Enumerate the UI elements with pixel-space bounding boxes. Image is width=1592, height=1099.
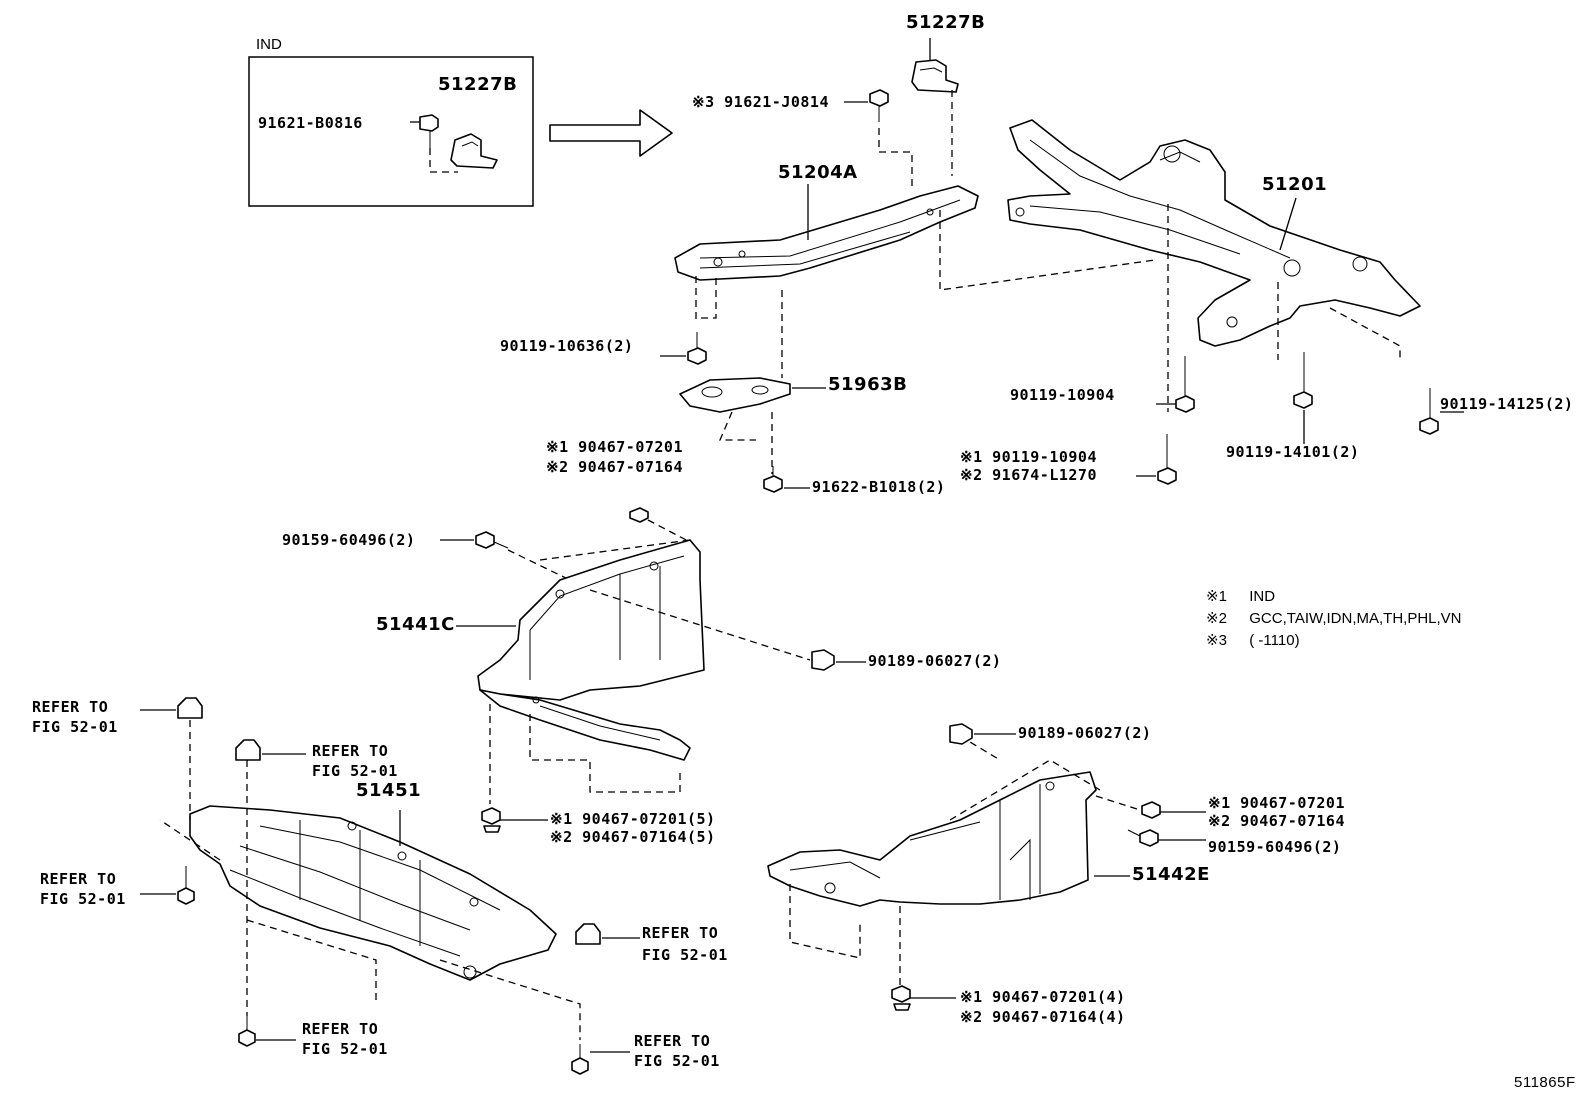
clip-90467-07201-4-icon (891, 985, 911, 1011)
callout-90119-10904[interactable]: 90119-10904 (1010, 386, 1115, 404)
refer-2-line1[interactable]: REFER TO (312, 742, 389, 760)
note-3-text: ( -1110) (1249, 632, 1300, 649)
callout-x1-90467-07201-5[interactable]: ※1 90467-07201(5) (550, 810, 716, 828)
bolt-90119-10904-icon (1156, 356, 1195, 413)
callout-x1-90467-07201-4[interactable]: ※1 90467-07201(4) (960, 988, 1126, 1006)
bolt-refer-5-icon (238, 1016, 296, 1047)
bolt-90119-14125-icon (1419, 388, 1464, 435)
clip-refer-2-icon (235, 739, 306, 761)
bolt-90119-10636-icon (687, 332, 707, 365)
callout-90119-14125[interactable]: 90119-14125(2) (1440, 395, 1574, 413)
clip-90467-07201-5-icon (481, 807, 501, 833)
refer-6-line1[interactable]: REFER TO (634, 1032, 711, 1050)
note-1: ※1 IND (1206, 588, 1462, 610)
callout-x2-90467-07164-right[interactable]: ※2 90467-07164 (1208, 812, 1345, 830)
part-51201-label[interactable]: 51201 (1262, 174, 1328, 195)
inset-part-label[interactable]: 51227B (438, 74, 518, 95)
callout-x1-90467-07201-right[interactable]: ※1 90467-07201 (1208, 794, 1345, 812)
bolt-refer-3-icon (140, 866, 195, 905)
callout-90119-10636[interactable]: 90119-10636(2) (500, 337, 634, 355)
bolt-90159-60496-upper-icon (475, 531, 571, 581)
part-51451-label[interactable]: 51451 (356, 780, 422, 801)
shield-51442e-icon (767, 735, 1141, 986)
part-51227b-label[interactable]: 51227B (906, 12, 986, 33)
bolt-91621-j0814-icon (869, 89, 913, 190)
inset-bolt-icon (419, 114, 439, 172)
bolt-91674-l1270-icon (1136, 434, 1177, 485)
callout-90159-60496-upper[interactable]: 90159-60496(2) (282, 531, 416, 549)
refer-4-line1[interactable]: REFER TO (642, 924, 719, 942)
refer-5-line1[interactable]: REFER TO (302, 1020, 379, 1038)
callout-91621-j0814[interactable]: ※3 91621-J0814 (692, 93, 829, 111)
clip-90189-06027-mid-icon (811, 649, 835, 671)
note-2: ※2 GCC,TAIW,IDN,MA,TH,PHL,VN (1206, 610, 1462, 632)
note-1-mark: ※1 (1206, 588, 1227, 605)
cover-51451-icon (159, 720, 581, 1040)
shield-51441c-icon (456, 539, 811, 804)
refer-3-line1[interactable]: REFER TO (40, 870, 117, 888)
callout-x2-90467-07164-5[interactable]: ※2 90467-07164(5) (550, 828, 716, 846)
refer-6-line2[interactable]: FIG 52-01 (634, 1052, 720, 1070)
bolt-91622-b1018-icon (763, 466, 783, 493)
notes-legend: ※1 IND ※2 GCC,TAIW,IDN,MA,TH,PHL,VN ※3 (… (1206, 588, 1462, 654)
inset-bracket-icon (430, 133, 498, 173)
bolt-refer-6-icon (571, 1044, 630, 1075)
callout-x1-90119-10904[interactable]: ※1 90119-10904 (960, 448, 1097, 466)
note-3-mark: ※3 (1206, 632, 1227, 649)
part-51442e-label[interactable]: 51442E (1132, 864, 1210, 885)
callout-90189-06027-lower[interactable]: 90189-06027(2) (1018, 724, 1152, 742)
callout-91622-b1018[interactable]: 91622-B1018(2) (812, 478, 946, 496)
figure-code: 511865F (1514, 1074, 1576, 1091)
callout-90189-06027-mid[interactable]: 90189-06027(2) (868, 652, 1002, 670)
callout-x2-90467-07164-top[interactable]: ※2 90467-07164 (546, 458, 683, 476)
clip-90467-07201-right-icon (1141, 801, 1161, 819)
part-51204a-label[interactable]: 51204A (778, 162, 858, 183)
part-51963b-label[interactable]: 51963B (828, 374, 908, 395)
note-2-mark: ※2 (1206, 610, 1227, 627)
note-1-text: IND (1249, 588, 1276, 605)
refer-2-line2[interactable]: FIG 52-01 (312, 762, 398, 780)
inset-box (248, 56, 534, 207)
clip-refer-4-icon (575, 923, 640, 945)
inset-bolt-label[interactable]: 91621-B0816 (258, 114, 363, 132)
callout-x1-90467-07201-top[interactable]: ※1 90467-07201 (546, 438, 683, 456)
member-51204a-icon (674, 184, 1156, 320)
note-2-text: GCC,TAIW,IDN,MA,TH,PHL,VN (1249, 610, 1462, 627)
inset-title: IND (256, 36, 282, 53)
refer-4-line2[interactable]: FIG 52-01 (642, 946, 728, 964)
part-51441c-label[interactable]: 51441C (376, 614, 455, 635)
refer-5-line2[interactable]: FIG 52-01 (302, 1040, 388, 1058)
bracket-51227b-icon (911, 38, 959, 176)
refer-1-line1[interactable]: REFER TO (32, 698, 109, 716)
bolt-90119-14101-icon (1293, 352, 1313, 444)
clip-90189-06027-lower-icon (949, 723, 973, 745)
note-3: ※3 ( -1110) (1206, 632, 1462, 654)
callout-x2-90467-07164-4[interactable]: ※2 90467-07164(4) (960, 1008, 1126, 1026)
clip-refer-1-icon (140, 697, 203, 719)
bolt-90159-60496-lower-icon (1127, 829, 1159, 847)
subframe-51201-icon (1007, 119, 1421, 412)
refer-3-line2[interactable]: FIG 52-01 (40, 890, 126, 908)
callout-90159-60496-lower[interactable]: 90159-60496(2) (1208, 838, 1342, 856)
callout-90119-14101[interactable]: 90119-14101(2) (1226, 443, 1360, 461)
clip-90467-07201-top-icon (629, 507, 691, 543)
plate-51963b-icon (679, 290, 826, 474)
direction-arrow (549, 109, 673, 157)
callout-x2-91674-l1270[interactable]: ※2 91674-L1270 (960, 466, 1097, 484)
refer-1-line2[interactable]: FIG 52-01 (32, 718, 118, 736)
